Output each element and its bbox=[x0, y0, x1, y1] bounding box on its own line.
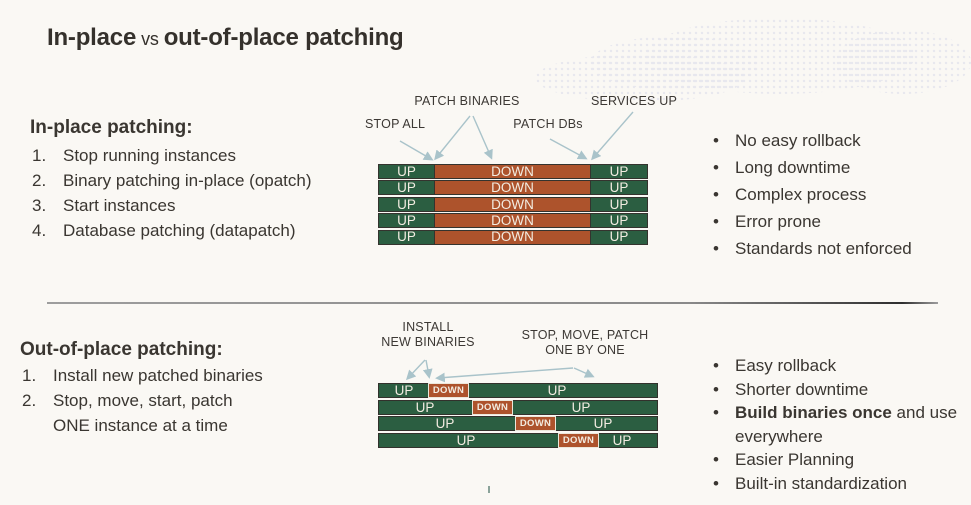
down-cell: DOWN bbox=[435, 180, 591, 196]
list-item: Easy rollback bbox=[706, 354, 968, 378]
list-item: Binary patching in-place (opatch) bbox=[32, 168, 312, 193]
outofplace-steps-list: Install new patched binaries Stop, move,… bbox=[20, 363, 365, 438]
up-label: UP bbox=[593, 416, 613, 431]
arrow-lines bbox=[405, 359, 595, 383]
table-row: UP DOWN UP bbox=[378, 416, 658, 431]
cloud-puff bbox=[835, 30, 971, 94]
arrow-stopmove-right bbox=[573, 367, 595, 378]
arrow-patch-binaries-left bbox=[434, 115, 471, 161]
label-line: INSTALL bbox=[402, 320, 454, 334]
arrow-stopmove-long bbox=[435, 367, 574, 383]
inplace-heading: In-place patching: bbox=[30, 117, 193, 138]
label-services-up: SERVICES UP bbox=[590, 94, 678, 108]
up-cell: UP bbox=[591, 196, 648, 212]
label-line: NEW BINARIES bbox=[381, 335, 475, 349]
cloud-puff bbox=[590, 36, 760, 90]
outofplace-diagram: INSTALL NEW BINARIES STOP, MOVE, PATCH O… bbox=[360, 315, 680, 457]
bold-phrase: Build binaries once bbox=[735, 403, 892, 422]
down-cell: DOWN bbox=[435, 196, 591, 212]
cloud-puff bbox=[645, 18, 915, 94]
section-divider bbox=[47, 302, 938, 304]
list-item: Stop, move, start, patch ONE instance at… bbox=[22, 388, 233, 435]
title-vs: vs bbox=[141, 29, 159, 49]
inplace-diagram: PATCH BINARIES SERVICES UP STOP ALL PATC… bbox=[360, 93, 680, 253]
label-line: ONE BY ONE bbox=[545, 343, 625, 357]
up-label: UP bbox=[612, 432, 632, 448]
down-cell: DOWN bbox=[435, 164, 591, 179]
label-install-new-binaries: INSTALL NEW BINARIES bbox=[358, 320, 498, 350]
down-box: DOWN bbox=[472, 399, 513, 415]
inplace-steps-list: Stop running instances Binary patching i… bbox=[30, 143, 370, 243]
arrow-install-right bbox=[422, 359, 433, 379]
cloud-decoration bbox=[535, 12, 971, 104]
label-patch-binaries: PATCH BINARIES bbox=[414, 94, 520, 108]
table-row: UP DOWN UP bbox=[378, 399, 658, 415]
list-item: Built-in standardization bbox=[706, 472, 968, 496]
list-item: Easier Planning bbox=[706, 448, 968, 472]
outofplace-pros-list: Easy rollback Shorter downtime Build bin… bbox=[706, 354, 968, 495]
up-cell: UP bbox=[591, 180, 648, 196]
up-label: UP bbox=[415, 399, 435, 415]
list-item: Database patching (datapatch) bbox=[32, 218, 296, 243]
table-row: UP DOWN UP bbox=[378, 383, 658, 398]
list-item: Complex process bbox=[706, 181, 966, 208]
table-row: UP DOWN UP bbox=[378, 180, 648, 196]
arrow-patch-binaries-right bbox=[472, 115, 493, 160]
up-cell: UP bbox=[591, 213, 648, 229]
down-cell: DOWN bbox=[435, 213, 591, 229]
up-cell: UP bbox=[378, 196, 435, 212]
table-row: UP DOWN UP bbox=[378, 164, 648, 179]
label-line: STOP, MOVE, PATCH bbox=[521, 328, 649, 342]
up-label: UP bbox=[394, 383, 414, 398]
up-cell: UP bbox=[591, 229, 648, 245]
list-item: Stop running instances bbox=[32, 143, 236, 168]
table-row: UP DOWN UP bbox=[378, 229, 648, 245]
title-bold-2: out-of-place patching bbox=[163, 24, 404, 51]
list-item: Build binaries once and use everywhere bbox=[706, 401, 968, 448]
list-item: No easy rollback bbox=[706, 127, 966, 154]
arrow-stop-all bbox=[399, 140, 434, 161]
down-box: DOWN bbox=[428, 383, 469, 398]
list-item: Install new patched binaries bbox=[22, 363, 263, 388]
list-item: Shorter downtime bbox=[706, 378, 968, 402]
up-label: UP bbox=[456, 432, 476, 448]
table-row: UP DOWN UP bbox=[378, 213, 648, 229]
up-cell: UP bbox=[591, 164, 648, 179]
title-bold-1: In-place bbox=[47, 24, 137, 51]
arrow-install-left bbox=[405, 359, 426, 381]
down-box: DOWN bbox=[515, 416, 556, 431]
up-cell: UP bbox=[378, 213, 435, 229]
down-box: DOWN bbox=[558, 432, 599, 448]
up-cell: UP bbox=[378, 229, 435, 245]
table-row: UP DOWN UP bbox=[378, 432, 658, 448]
label-stop-move-patch: STOP, MOVE, PATCH ONE BY ONE bbox=[515, 328, 655, 358]
up-label: UP bbox=[547, 383, 567, 398]
arrow-patch-dbs bbox=[549, 138, 588, 160]
list-item: Standards not enforced bbox=[706, 235, 966, 262]
label-stop-all: STOP ALL bbox=[365, 117, 426, 131]
inplace-cons-list: No easy rollback Long downtime Complex p… bbox=[706, 127, 966, 262]
outofplace-heading: Out-of-place patching: bbox=[20, 339, 223, 360]
up-label: UP bbox=[435, 416, 455, 431]
inplace-status-table: UP DOWN UP UP DOWN UP UP DOWN UP UP DOWN… bbox=[378, 164, 648, 246]
outofplace-status-table: UP DOWN UP UP DOWN UP UP DOWN UP UP DOWN… bbox=[378, 383, 658, 449]
footer-tick-mark bbox=[488, 486, 490, 493]
table-row: UP DOWN UP bbox=[378, 196, 648, 212]
list-item: Error prone bbox=[706, 208, 966, 235]
up-cell: UP bbox=[378, 164, 435, 179]
up-label: UP bbox=[571, 399, 591, 415]
list-item: Start instances bbox=[32, 193, 176, 218]
list-item: Long downtime bbox=[706, 154, 966, 181]
down-cell: DOWN bbox=[435, 229, 591, 245]
arrow-lines bbox=[399, 111, 634, 161]
rest-phrase: and use everywhere bbox=[735, 403, 958, 446]
up-cell: UP bbox=[378, 180, 435, 196]
label-patch-dbs: PATCH DBs bbox=[513, 117, 583, 131]
arrow-services-up bbox=[591, 111, 634, 161]
